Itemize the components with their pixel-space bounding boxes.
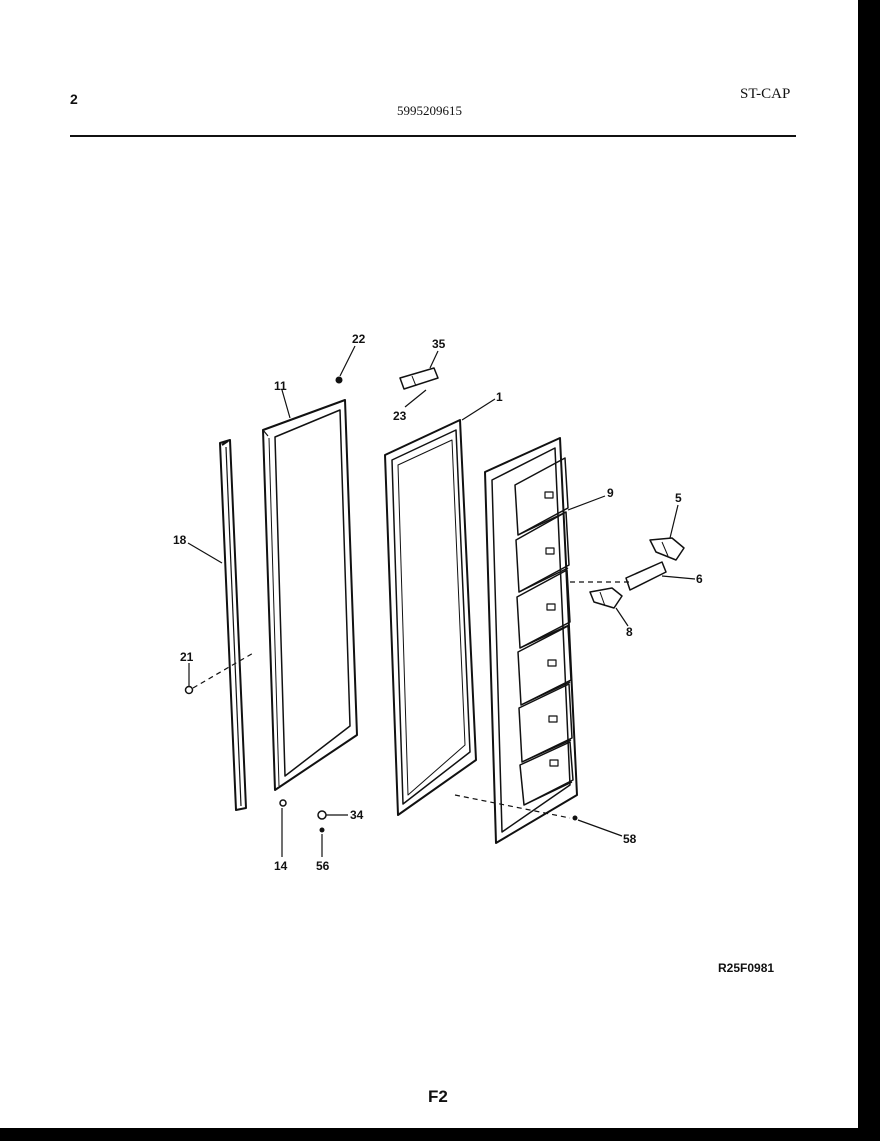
part-56-washer [319,827,325,833]
callout-9: 9 [607,486,614,500]
section-code: ST-CAP [740,86,791,102]
part-5-bracket [649,537,685,561]
part-35-hinge [399,367,439,390]
part-1-gasket [384,419,477,816]
callout-34: 34 [350,808,364,822]
model-number: 5995209615 [397,103,462,118]
callout-23: 23 [393,409,407,423]
part-14-plug [279,799,287,807]
callout-35: 35 [432,337,446,351]
callout-11: 11 [274,379,287,393]
callout-1: 1 [496,390,503,404]
callout-8: 8 [626,625,633,639]
door-liner [484,437,578,844]
callout-18: 18 [173,533,187,547]
assembly-line-21 [192,651,256,689]
callout-56: 56 [316,859,330,873]
callout-6: 6 [696,572,703,586]
callout-5: 5 [675,491,682,505]
part-18-strip [219,439,247,811]
callout-58: 58 [623,832,637,846]
part-34-pin [317,810,327,820]
header-rule [70,135,796,137]
page-number: 2 [70,91,78,107]
part-6-bar [625,561,667,591]
part-22-screw [335,376,343,384]
assembly-line-58 [454,794,571,819]
part-21-screw [184,685,194,695]
figure-label: F2 [428,1087,448,1106]
part-58-screw [572,815,578,821]
part-8-bracket [589,587,623,609]
callout-22: 22 [352,332,366,346]
part-11-frame [262,399,358,791]
drawing-code: R25F0981 [718,961,775,975]
callout-21: 21 [180,650,194,664]
callout-14: 14 [274,859,288,873]
